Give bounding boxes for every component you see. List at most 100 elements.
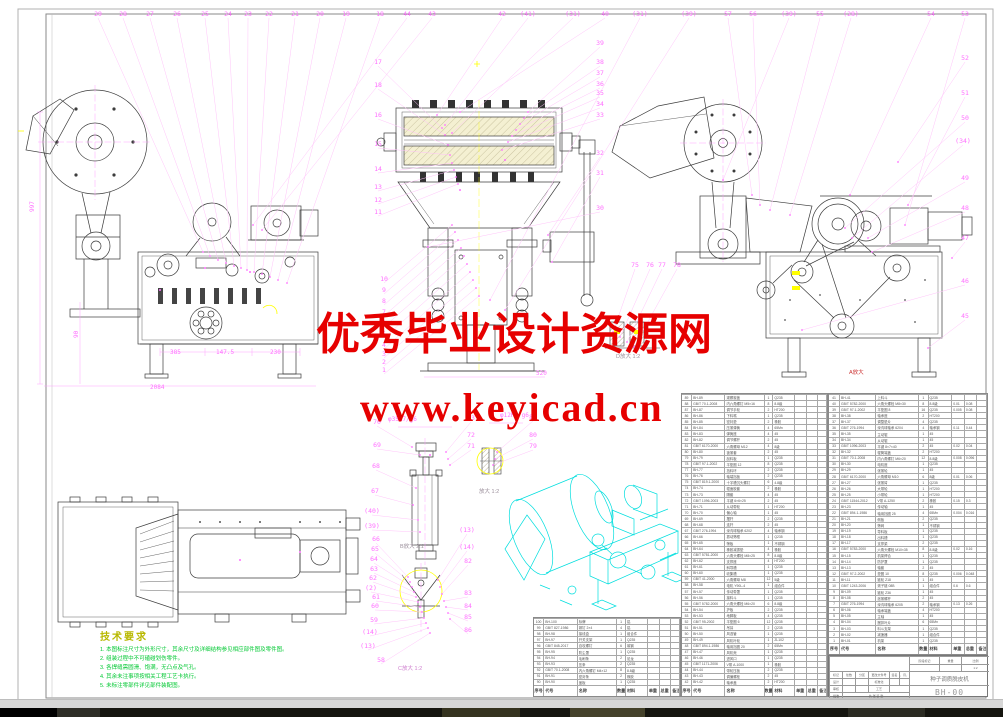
bom-cell: 橡胶: [928, 497, 953, 504]
bom-cell: 6: [829, 606, 841, 613]
bom-cell: [952, 394, 965, 401]
bom-cell: 六角头螺栓 M10×35: [876, 545, 920, 553]
callout-number: 35: [596, 89, 604, 97]
bom-cell: [964, 576, 978, 583]
callout-number: 61: [372, 593, 380, 601]
bom-cell: 毛刷条: [577, 654, 618, 661]
weight-label: 重量: [939, 656, 961, 664]
bom-cell: BH-11: [840, 576, 877, 583]
bom-cell: [795, 636, 807, 643]
bom-cell: [964, 485, 978, 492]
callout-number: 2: [382, 358, 386, 366]
bom-cell: [671, 666, 680, 673]
callout-number: 71: [467, 442, 475, 450]
taskbar-item[interactable]: [0, 708, 57, 717]
callout-number: (2): [365, 584, 377, 592]
technical-note: 3. 各焊缝需圆滑、饱满，无凸点及气孔。: [100, 665, 200, 671]
bom-cell: 94: [534, 654, 545, 661]
bom-cell: BH-43: [692, 672, 726, 679]
bom-cell: [977, 473, 987, 480]
bom-cell: [647, 672, 660, 679]
bom-cell: 49: [682, 636, 693, 643]
bom-cell: 传动轴: [876, 503, 920, 510]
bom-cell: 0.005: [952, 406, 965, 413]
bom-cell: 8: [829, 594, 841, 601]
taskbar[interactable]: [0, 708, 1003, 717]
bom-cell: 77: [682, 466, 693, 473]
bom-cell: 风机叶轮: [725, 636, 765, 643]
taskbar-item[interactable]: [848, 708, 925, 717]
bom-cell: [977, 479, 987, 486]
bom-cell: 51: [682, 624, 693, 631]
bom-cell: [647, 624, 660, 631]
callout-number: 53: [961, 10, 969, 18]
bom-cell: 锁紧套: [725, 448, 765, 455]
bom-cell: [806, 618, 819, 625]
bom-cell: 六角头螺栓 M8×30: [876, 400, 920, 407]
bom-cell: 73: [682, 491, 693, 498]
bom-cell: 45: [773, 521, 796, 528]
bom-cell: 开关支架: [577, 636, 618, 643]
bom-cell: BH-19: [840, 527, 877, 534]
bom-header-row: 序号代号名称数量材料单重总重备注: [534, 685, 680, 697]
bom-cell: [795, 630, 807, 637]
bom-cell: [795, 484, 807, 491]
taskbar-item[interactable]: [442, 708, 520, 717]
taskbar-item[interactable]: [570, 708, 645, 717]
bom-cell: 平垫圈 6: [725, 618, 765, 625]
bom-cell: [795, 497, 807, 504]
bom-cell: [659, 654, 672, 661]
bom-cell: [952, 533, 965, 540]
callout-number: 11: [374, 208, 382, 216]
callout-number: 5: [382, 330, 386, 338]
bom-cell: [659, 678, 672, 686]
bom-cell: [806, 545, 819, 552]
bom-cell: 48: [682, 642, 693, 649]
bom-cell: 12: [829, 570, 841, 577]
bom-cell: 隔套: [725, 491, 765, 498]
bom-cell: BH-44: [692, 666, 726, 673]
bom-cell: 总重: [806, 685, 819, 696]
bom-cell: 1: [617, 678, 626, 686]
bom-cell: 88: [682, 400, 693, 407]
taskbar-item[interactable]: [57, 708, 100, 717]
bom-cell: Q235: [773, 515, 796, 522]
zone-label: 分区: [855, 671, 868, 678]
callout-number: 57: [724, 10, 732, 18]
bom-cell: 4.8级: [773, 478, 796, 485]
bom-cell: 备注: [671, 685, 680, 697]
bom-cell: [795, 624, 807, 631]
bom-cell: [818, 606, 827, 613]
callout-number: 17: [374, 58, 382, 66]
bom-cell: 8: [617, 666, 626, 673]
bom-cell: [671, 678, 680, 686]
bom-cell: Q235: [928, 527, 953, 534]
callout-number: 3: [382, 350, 386, 358]
bom-cell: 9: [829, 588, 841, 595]
bottom-scrollbar[interactable]: [0, 699, 1003, 709]
bom-cell: 44: [682, 666, 693, 673]
bom-cell: 71: [682, 503, 693, 510]
callout-number: (31): [565, 10, 581, 18]
bom-cell: [647, 630, 660, 637]
bom-cell: 8: [764, 400, 774, 407]
bom-cell: [952, 412, 965, 419]
bom-cell: [952, 515, 965, 522]
process-label: 工艺: [868, 685, 889, 692]
